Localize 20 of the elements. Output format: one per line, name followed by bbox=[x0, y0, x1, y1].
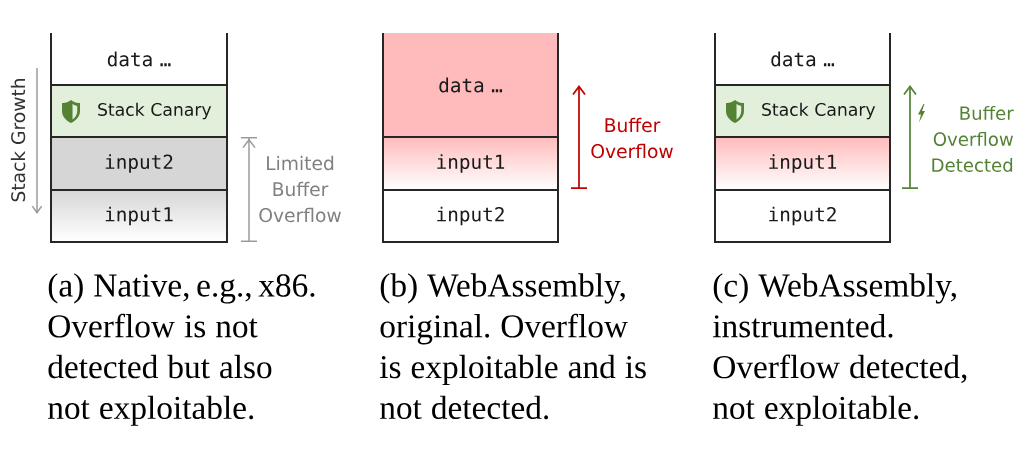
stack-cell: data … bbox=[107, 51, 171, 67]
node-label: data … bbox=[439, 77, 503, 93]
stack-cell: input1 bbox=[105, 206, 173, 226]
stack-cell: Stack Canary bbox=[51, 85, 227, 137]
stack-cell: data … bbox=[771, 51, 835, 67]
subfigure-caption: (a) Native, e.g., x86. Overflow is not detected but also not exploitable. bbox=[48, 273, 315, 426]
annotation-label: Limited Buffer Overflow bbox=[259, 155, 341, 223]
stack-cell: input2 bbox=[437, 206, 504, 226]
direction-label: Stack Growth bbox=[10, 79, 26, 202]
stack-cell: data … bbox=[383, 33, 558, 137]
node-label: input2 bbox=[105, 154, 173, 173]
subfigure-caption: (c) WebAssembly, instrumented. Overflow detected, not exploitable. bbox=[712, 273, 967, 426]
stack-cell: Stack Canary bbox=[715, 85, 890, 137]
stack-cell: input1 bbox=[437, 154, 505, 173]
annotation-label: Buffer Overflow bbox=[591, 117, 673, 159]
stack-cell: input2 bbox=[769, 206, 836, 226]
annotation-label: Buffer Overflow Detected bbox=[932, 105, 1014, 172]
stack-cell: input2 bbox=[51, 137, 227, 190]
subfigure-caption: (b) WebAssembly, original. Overflow is exploitable and is not detected. bbox=[379, 273, 646, 420]
stack-cell: input1 bbox=[769, 154, 837, 173]
